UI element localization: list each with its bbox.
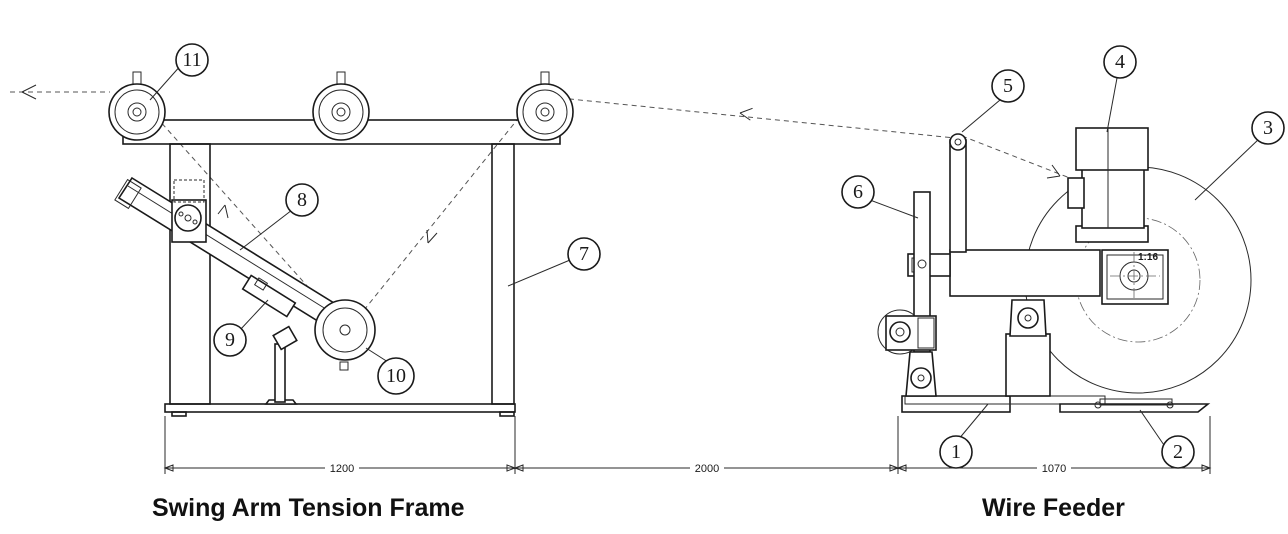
callout-9-label: 9 <box>225 329 235 351</box>
callout-4-label: 4 <box>1115 51 1125 73</box>
callout-3: 3 <box>1251 111 1285 145</box>
callout-11-label: 11 <box>182 49 201 71</box>
dimension-feeder-width: 1070 <box>1042 463 1066 475</box>
feeder-column <box>1005 299 1051 397</box>
dimension-gap: 2000 <box>695 463 719 475</box>
callout-10: 10 <box>377 357 415 395</box>
callout-2: 2 <box>1161 435 1195 469</box>
tension-frame <box>122 119 561 417</box>
wire-path <box>10 84 1076 326</box>
swing-pulley <box>314 299 376 371</box>
callout-4: 4 <box>1103 45 1137 79</box>
callout-3-label: 3 <box>1263 117 1273 139</box>
gear-motor <box>1067 127 1169 305</box>
top-pulley-right <box>516 71 574 141</box>
top-pulley-left <box>108 71 166 141</box>
dimension-frame-width: 1200 <box>330 463 354 475</box>
callout-11: 11 <box>175 43 209 77</box>
top-pulley-middle <box>312 71 370 141</box>
leader-lines <box>149 63 1261 449</box>
callout-6-label: 6 <box>853 181 863 203</box>
guide-arm <box>949 133 967 253</box>
callout-1-label: 1 <box>951 441 961 463</box>
callout-9: 9 <box>213 323 247 357</box>
callout-8: 8 <box>285 183 319 217</box>
caption-wire-feeder: Wire Feeder <box>982 494 1125 522</box>
callout-7: 7 <box>567 237 601 271</box>
callout-5-label: 5 <box>1003 75 1013 97</box>
swing-arm <box>114 176 357 338</box>
stand-post <box>264 325 298 405</box>
callout-8-label: 8 <box>297 189 307 211</box>
callout-10-label: 10 <box>386 365 406 387</box>
callout-2-label: 2 <box>1173 441 1183 463</box>
callout-1: 1 <box>939 435 973 469</box>
feeder-arm <box>907 249 1101 297</box>
caption-tension-frame: Swing Arm Tension Frame <box>152 494 465 522</box>
motor-ratio-label: 1:16 <box>1138 252 1158 263</box>
callout-5: 5 <box>991 69 1025 103</box>
callout-6: 6 <box>841 175 875 209</box>
feeder-base <box>901 395 1211 413</box>
callout-7-label: 7 <box>579 243 589 265</box>
lower-roller-unit <box>877 309 937 397</box>
